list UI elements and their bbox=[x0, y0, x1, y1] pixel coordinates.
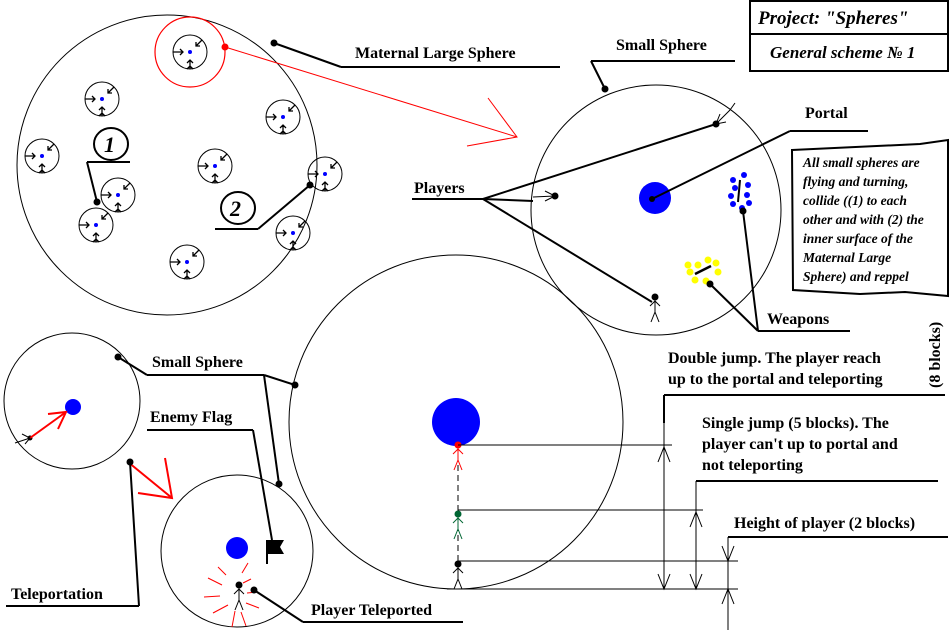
player-teleported-label: Player Teleported bbox=[311, 602, 432, 619]
enemy-flag-label: Enemy Flag bbox=[150, 409, 232, 426]
note-box: All small spheres are flying and turning… bbox=[790, 138, 949, 298]
weapons-label: Weapons bbox=[767, 311, 829, 328]
small-sphere-icon bbox=[100, 177, 136, 213]
jump-sphere bbox=[288, 254, 738, 630]
title-box: Project: "Spheres" General scheme № 1 bbox=[749, 0, 949, 72]
small-sphere-icon bbox=[172, 34, 208, 70]
project-title: Project: "Spheres" bbox=[757, 8, 908, 29]
small-sphere-bottom-label: Small Sphere bbox=[152, 354, 243, 371]
small-sphere-source: Small Sphere Teleportation bbox=[3, 332, 299, 607]
portal bbox=[432, 398, 480, 446]
small-sphere-icon bbox=[275, 215, 311, 251]
enemy-flag-icon bbox=[266, 540, 284, 564]
maternal-large-sphere bbox=[16, 14, 518, 316]
jump-labels: Double jump. The player reach up to the … bbox=[663, 322, 948, 538]
single-jump-line-2: player can't up to portal and bbox=[702, 436, 898, 453]
small-sphere-destination: Enemy Flag Player Teleported bbox=[147, 409, 463, 628]
portal bbox=[226, 537, 248, 559]
highlight-circle bbox=[154, 16, 226, 88]
small-sphere-icon bbox=[78, 207, 114, 243]
double-jump-line-1: Double jump. The player reach bbox=[668, 350, 881, 367]
teleport-arrow-icon bbox=[127, 457, 174, 500]
marker-2: 2 bbox=[215, 181, 314, 230]
teleportation-label: Teleportation bbox=[11, 586, 103, 603]
small-sphere-icon bbox=[24, 138, 60, 174]
small-sphere-icon bbox=[265, 99, 301, 135]
svg-text:1: 1 bbox=[104, 132, 115, 157]
small-sphere-top: Small Sphere Portal Players bbox=[412, 37, 868, 336]
portal bbox=[65, 399, 81, 415]
small-sphere-icon bbox=[84, 81, 120, 117]
small-sphere-label: Small Sphere bbox=[616, 37, 707, 54]
marker-1: 1 bbox=[86, 127, 130, 206]
small-sphere-icon bbox=[197, 148, 233, 184]
note-text: All small spheres are flying and turning… bbox=[802, 155, 927, 284]
single-jump-line-3: not teleporting bbox=[702, 457, 803, 474]
teleport-burst bbox=[203, 562, 260, 628]
portal-label: Portal bbox=[805, 105, 848, 122]
maternal-large-sphere-callout: Maternal Large Sphere bbox=[270, 39, 560, 68]
double-jump-blocks: (8 blocks) bbox=[927, 322, 944, 388]
player-height-label: Height of player (2 blocks) bbox=[734, 515, 915, 532]
yellow-weapon bbox=[684, 256, 722, 285]
blue-weapon bbox=[728, 172, 752, 211]
maternal-large-sphere-label: Maternal Large Sphere bbox=[355, 45, 516, 62]
players-label: Players bbox=[414, 180, 465, 197]
double-jump-line-2: up to the portal and teleporting bbox=[668, 371, 883, 388]
svg-text:2: 2 bbox=[229, 196, 241, 221]
scheme-title: General scheme № 1 bbox=[770, 43, 915, 62]
single-jump-line-1: Single jump (5 blocks). The bbox=[702, 415, 889, 432]
arrow-icon bbox=[466, 97, 518, 147]
small-sphere-icon bbox=[169, 244, 205, 280]
